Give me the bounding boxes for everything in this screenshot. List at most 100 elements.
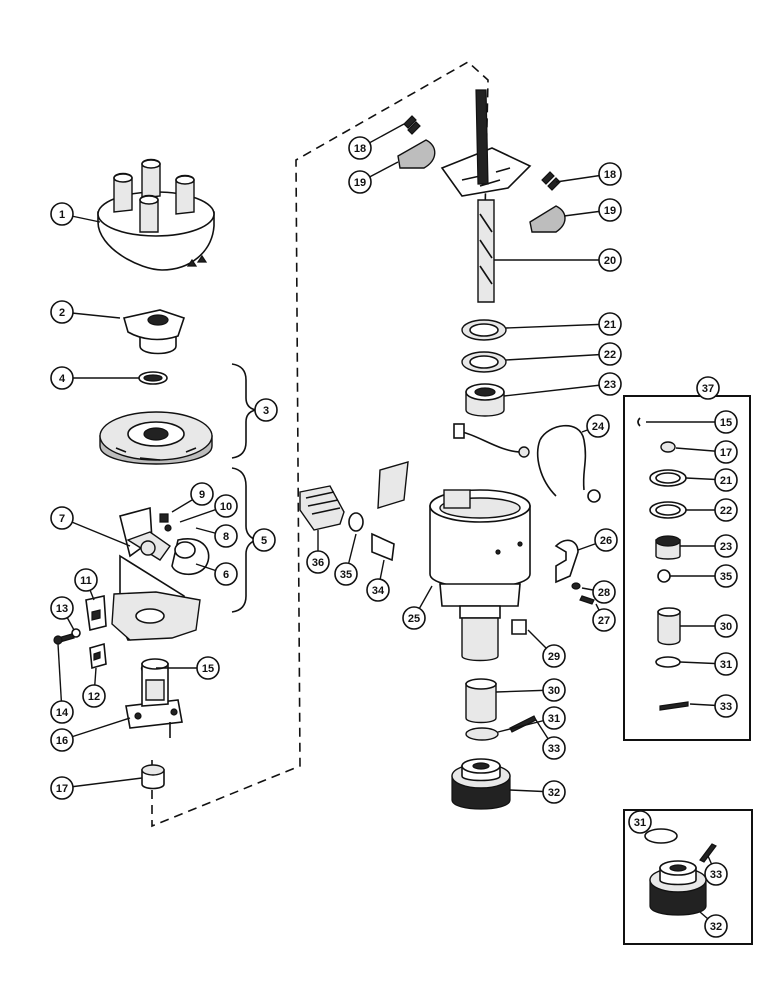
repair-kit-box-37: [623, 395, 751, 741]
callout-label: 3: [263, 405, 269, 417]
callout-c35a: 35: [334, 562, 358, 586]
detail-gear-32: [649, 860, 707, 916]
callout-label: 15: [720, 417, 732, 429]
bracket-3: [231, 363, 257, 459]
callout-k21: 21: [714, 468, 738, 492]
callout-c6: 6: [214, 562, 238, 586]
callout-c8: 8: [214, 524, 238, 548]
callout-c19b: 19: [598, 198, 622, 222]
callout-label: 17: [720, 447, 732, 459]
callout-label: 20: [604, 255, 616, 267]
callout-label: 36: [312, 557, 324, 569]
callout-c32a: 32: [542, 780, 566, 804]
callout-label: 31: [548, 713, 560, 725]
weight-19a: [397, 139, 436, 169]
callout-label: 21: [720, 475, 732, 487]
callout-c7: 7: [50, 506, 74, 530]
callout-label: 23: [720, 541, 732, 553]
plug-29: [511, 619, 527, 635]
leader-c23a: [503, 383, 611, 397]
callout-label: 33: [720, 701, 732, 713]
callout-label: 22: [604, 349, 616, 361]
callout-label: 33: [548, 743, 560, 755]
fitting-34: [371, 532, 395, 562]
callout-label: 35: [720, 571, 732, 583]
callout-label: 17: [56, 783, 68, 795]
callout-k23: 23: [714, 534, 738, 558]
callout-c22a: 22: [598, 342, 622, 366]
bushing-17: [141, 764, 165, 790]
callout-label: 22: [720, 505, 732, 517]
lead-wire-24: [453, 423, 601, 503]
callout-label: 15: [202, 663, 214, 675]
callout-d31: 31: [628, 810, 652, 834]
callout-c29: 29: [542, 644, 566, 668]
screw-washer-13-14: [53, 628, 81, 645]
callout-label: 37: [702, 383, 714, 395]
callout-label: 30: [548, 685, 560, 697]
callout-label: 32: [548, 787, 560, 799]
callout-label: 11: [80, 575, 92, 587]
callout-label: 24: [592, 421, 605, 433]
callout-label: 14: [56, 707, 69, 719]
callout-c5: 5: [252, 528, 276, 552]
callout-label: 29: [548, 651, 560, 663]
callout-c18b: 18: [598, 162, 622, 186]
bearing-23: [465, 383, 505, 417]
breaker-plate-assembly: [111, 506, 210, 641]
callout-layer: 1234567891011121314151617181918192021222…: [50, 136, 738, 938]
callout-label: 8: [223, 531, 229, 543]
callout-k33: 33: [714, 694, 738, 718]
callout-c17a: 17: [50, 776, 74, 800]
callout-label: 26: [600, 535, 612, 547]
callout-c30a: 30: [542, 678, 566, 702]
callout-c24: 24: [586, 414, 610, 438]
callout-k30: 30: [714, 614, 738, 638]
gear-detail-box: [623, 809, 753, 945]
callout-c2: 2: [50, 300, 74, 324]
callout-k17: 17: [714, 440, 738, 464]
callout-c27: 27: [592, 608, 616, 632]
callout-c20: 20: [598, 248, 622, 272]
shaft-20: [440, 89, 532, 303]
callout-label: 34: [372, 585, 385, 597]
weight-19b: [529, 205, 566, 233]
callout-k15: 15: [714, 410, 738, 434]
callout-label: 7: [59, 513, 65, 525]
callout-c18a: 18: [348, 136, 372, 160]
leader-c21a: [505, 323, 611, 329]
callout-label: 6: [223, 569, 229, 581]
rotor-part: [122, 309, 186, 355]
assembly-dashed-line: [151, 61, 489, 828]
clamp-26: [554, 539, 579, 584]
callout-d32: 32: [704, 914, 728, 938]
callout-c15a: 15: [196, 656, 220, 680]
callout-c25: 25: [402, 606, 426, 630]
callout-label: 9: [199, 489, 205, 501]
callout-label: 31: [634, 817, 646, 829]
callout-label: 28: [598, 587, 610, 599]
callout-c37: 37: [696, 376, 720, 400]
callout-label: 2: [59, 307, 65, 319]
callout-label: 1: [59, 209, 65, 221]
callout-label: 12: [88, 691, 100, 703]
gasket-flap: [377, 461, 409, 509]
callout-c16: 16: [50, 728, 74, 752]
washer-35: [348, 512, 364, 532]
callout-c21a: 21: [598, 312, 622, 336]
dust-shield-part: [99, 411, 213, 465]
callout-label: 30: [720, 621, 732, 633]
spring-18b: [541, 171, 561, 191]
callout-c10: 10: [214, 494, 238, 518]
callout-label: 18: [354, 143, 366, 155]
cam-assembly-16: [125, 658, 183, 738]
callout-label: 25: [408, 613, 420, 625]
connector-36: [299, 485, 345, 531]
callout-label: 10: [220, 501, 232, 513]
callout-label: 5: [261, 535, 267, 547]
gear-32: [451, 758, 511, 810]
washer-28: [571, 582, 581, 590]
callout-label: 32: [710, 921, 722, 933]
kit-bushing-17: [660, 441, 676, 453]
